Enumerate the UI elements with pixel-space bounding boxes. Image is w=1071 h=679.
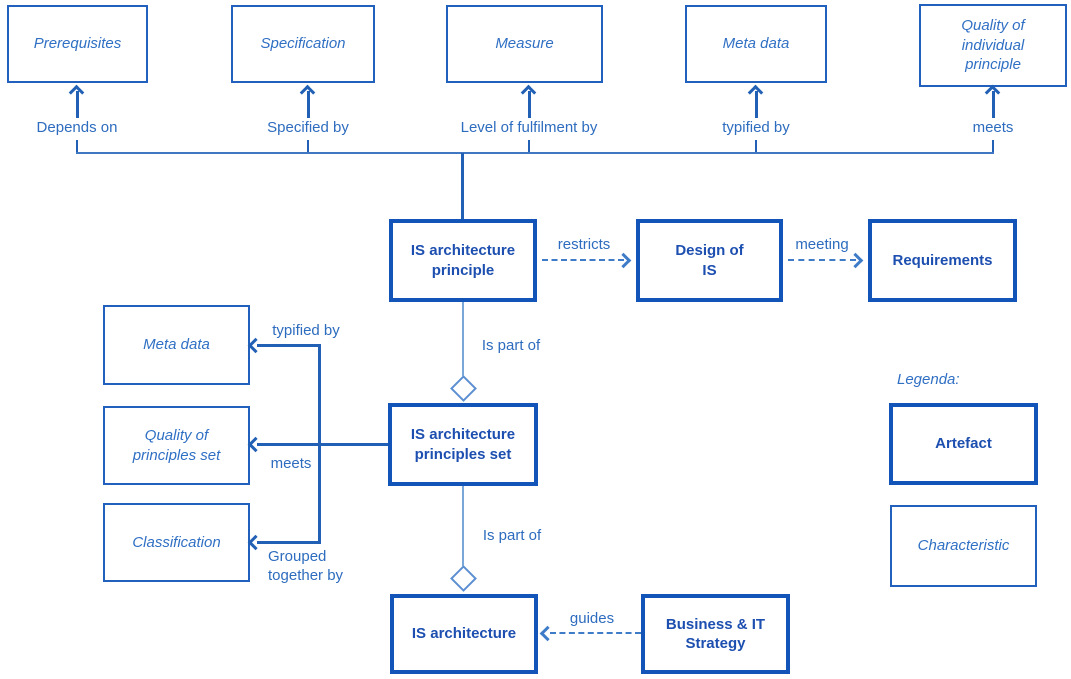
arrow-up-shaft [528,91,531,118]
box-is-architecture-label: IS architecture [411,625,517,643]
aggregation-diamond-icon [450,375,477,402]
relation-restricts: restricts [557,236,611,253]
box-classification-label: Classification [132,533,221,551]
relation-level-of-fulfilment-by: Level of fulfilment by [460,119,598,136]
connector-bus-drop [461,153,464,219]
box-quality-individual-principle: Quality of individual principle [919,4,1067,87]
arrow-up-shaft [992,91,995,118]
box-specification: Specification [231,5,375,83]
relation-grouped-together-by: Grouped together by [268,548,344,584]
legend-title: Legenda: [897,371,960,388]
box-quality-principles-set-label: Quality of principles set [132,427,221,464]
arrow-left-icon [539,625,556,642]
connector-tick [528,140,530,153]
dashed-line-restricts [542,259,624,261]
connector-grouped-by [257,541,321,544]
box-is-architecture-principle-label: IS architecture principle [410,242,516,279]
relation-meets-left: meets [270,455,312,472]
box-is-architecture-principles-set-label: IS architecture principles set [410,426,516,463]
box-meta-data-top: Meta data [685,5,827,83]
box-business-it-strategy-label: Business & IT Strategy [665,615,766,653]
connector-is-part-of-1 [462,302,464,376]
connector-bus-line [76,152,994,154]
connector-tick [307,140,309,153]
arrow-left-icon [247,337,264,354]
relation-meets-top: meets [972,119,1014,136]
connector-meets [257,443,388,446]
relation-guides: guides [569,610,615,627]
relation-specified-by: Specified by [267,119,349,136]
box-business-it-strategy: Business & IT Strategy [641,594,790,674]
dashed-line-meeting [788,259,856,261]
connector-typified-by [257,344,321,347]
relation-typified-by-left: typified by [272,322,340,339]
arrow-up-shaft [307,91,310,118]
box-requirements-label: Requirements [892,251,993,269]
relation-depends-on: Depends on [36,119,118,136]
relation-is-part-of-1: Is part of [481,337,541,354]
connector-is-part-of-2 [462,486,464,566]
connector-tick [755,140,757,153]
connector-tick [992,140,994,153]
arrow-up-shaft [755,91,758,118]
box-quality-individual-principle-label: Quality of individual principle [961,17,1025,74]
box-design-of-is-label: Design of IS [675,242,744,279]
box-requirements: Requirements [868,219,1017,302]
relation-typified-by-top: typified by [722,119,790,136]
box-measure: Measure [446,5,603,83]
relation-meeting: meeting [795,236,849,253]
box-meta-data-top-label: Meta data [722,35,790,53]
legend-artefact-box: Artefact [889,403,1038,485]
box-measure-label: Measure [495,35,554,53]
box-is-architecture-principles-set: IS architecture principles set [388,403,538,486]
box-prerequisites-label: Prerequisites [33,35,122,53]
arrow-left-icon [247,436,264,453]
box-design-of-is: Design of IS [636,219,783,302]
box-meta-data-left: Meta data [103,305,250,385]
arrow-up-shaft [76,91,79,118]
box-prerequisites: Prerequisites [7,5,148,83]
arrow-right-icon [847,252,864,269]
dashed-line-guides [550,632,641,634]
legend-artefact-label: Artefact [935,435,992,453]
legend-characteristic-box: Characteristic [890,505,1037,587]
legend-characteristic-label: Characteristic [917,537,1010,555]
relation-is-part-of-2: Is part of [482,527,542,544]
arrow-left-icon [247,534,264,551]
aggregation-diamond-icon [450,565,477,592]
box-meta-data-left-label: Meta data [143,336,210,354]
arrow-right-icon [615,252,632,269]
box-specification-label: Specification [260,35,346,53]
box-classification: Classification [103,503,250,582]
connector-tick [76,140,78,153]
box-is-architecture: IS architecture [390,594,538,674]
box-quality-principles-set: Quality of principles set [103,406,250,485]
box-is-architecture-principle: IS architecture principle [389,219,537,302]
